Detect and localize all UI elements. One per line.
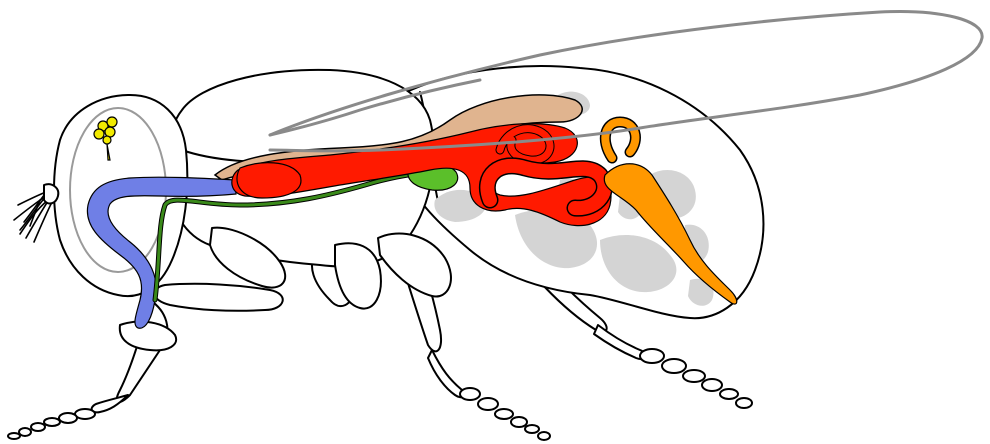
front-coxa — [154, 284, 282, 311]
hind-coxa — [378, 234, 451, 297]
midgut-proventriculus — [237, 163, 301, 198]
antenna-base — [44, 184, 58, 203]
